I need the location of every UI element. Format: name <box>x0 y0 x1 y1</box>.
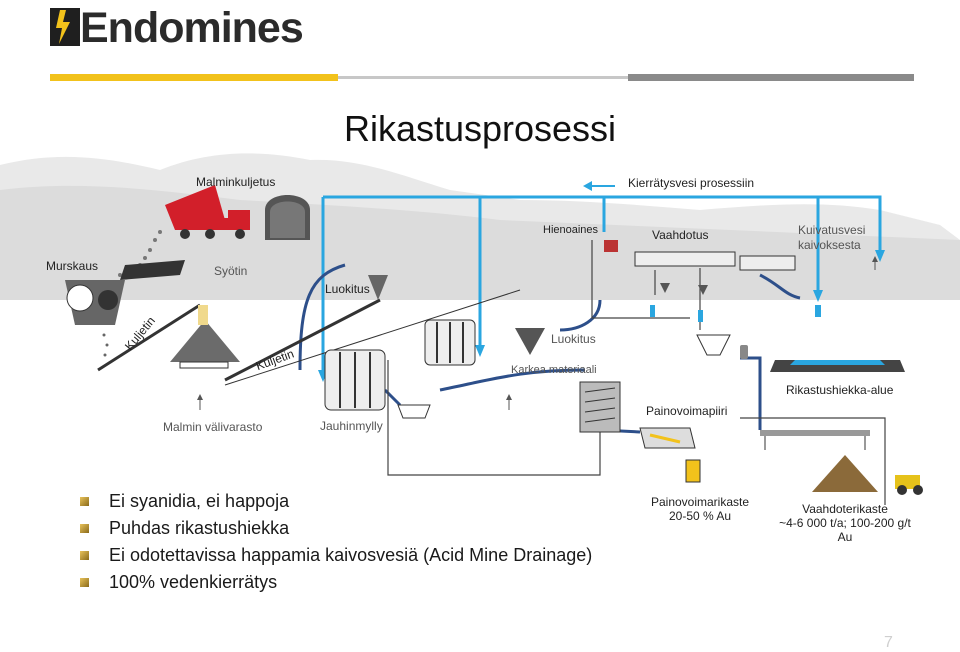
recirculation-water-lines <box>321 195 882 370</box>
label-karkea-materiaali: Karkea materiaali <box>511 364 597 376</box>
loader-icon <box>895 475 923 495</box>
header-bar-dark <box>628 74 914 81</box>
logo <box>50 8 80 51</box>
label-luokitus-2: Luokitus <box>551 332 596 346</box>
logo-mark-icon <box>50 8 80 46</box>
bullet-icon <box>80 578 89 587</box>
bullet-icon <box>80 497 89 506</box>
conveyor-1 <box>97 303 201 372</box>
flotation-concentrate-pile-icon <box>812 455 878 492</box>
bullet-item: Ei syanidia, ei happoja <box>80 488 592 515</box>
product-vaahdote-value2: Au <box>837 530 853 544</box>
ore-truck-icon <box>165 185 250 239</box>
bullet-icon <box>80 524 89 533</box>
bullet-item: Puhdas rikastushiekka <box>80 515 592 542</box>
grinding-mill-icon <box>324 319 476 411</box>
label-rikastushiekka-alue: Rikastushiekka-alue <box>786 383 894 397</box>
gravity-separator-icon <box>579 381 621 433</box>
label-painovoimapiiri: Painovoimapiiri <box>646 404 728 418</box>
label-murskaus: Murskaus <box>46 259 99 273</box>
flotation-cells-icon <box>634 251 796 271</box>
label-luokitus-1: Luokitus <box>325 282 370 296</box>
product-painovoima: Painovoimarikaste 20-50 % Au <box>640 495 760 523</box>
label-kierratysvesi: Kierrätysvesi prosessiin <box>628 176 755 190</box>
feeder-icon <box>120 260 185 280</box>
label-malminkuljetus: Malminkuljetus <box>196 175 276 189</box>
ore-stockpile-icon <box>170 320 240 362</box>
page-number: 7 <box>884 634 893 651</box>
bullet-icon <box>80 551 89 560</box>
filter-press-icon <box>760 430 870 450</box>
conveyor-2 <box>224 298 381 382</box>
label-kuivatusvesi-2: kaivoksesta <box>798 238 861 252</box>
product-vaahdote-name: Vaahdoterikaste <box>802 502 888 516</box>
sump-icon <box>397 404 431 419</box>
slide-title: Rikastusprosessi <box>343 108 617 149</box>
label-syotin: Syötin <box>214 264 248 278</box>
label-malmin-valivarasto: Malmin välivarasto <box>163 420 263 434</box>
logo-wordmark: Endomines <box>80 4 304 52</box>
bullet-item: 100% vedenkierrätys <box>80 569 592 596</box>
classifier-2-icon <box>515 328 545 355</box>
header-bar-accent <box>50 74 338 81</box>
classifier-1-icon <box>368 275 388 300</box>
product-painovoima-value: 20-50 % Au <box>668 509 732 523</box>
header-bar-light <box>338 76 628 79</box>
label-hienoaines: Hienoaines <box>543 224 599 236</box>
tailings-pond-icon <box>770 360 905 372</box>
label-vaahdotus: Vaahdotus <box>652 228 709 242</box>
crusher-icon <box>65 280 125 325</box>
bullet-item: Ei odotettavissa happamia kaivosvesiä (A… <box>80 542 592 569</box>
label-kuivatusvesi-1: Kuivatusvesi <box>798 223 866 237</box>
label-jauhinmylly: Jauhinmylly <box>320 419 383 433</box>
gravity-concentrate-icon <box>685 459 701 483</box>
product-painovoima-name: Painovoimarikaste <box>650 495 750 509</box>
bullet-list: Ei syanidia, ei happoja Puhdas rikastush… <box>80 488 592 596</box>
product-vaahdote-value: ~4-6 000 t/a; 100-200 g/t <box>779 516 911 530</box>
thickener-icon <box>696 334 731 356</box>
fines-tank-icon <box>604 240 618 252</box>
product-vaahdote: Vaahdoterikaste ~4-6 000 t/a; 100-200 g/… <box>770 502 920 544</box>
